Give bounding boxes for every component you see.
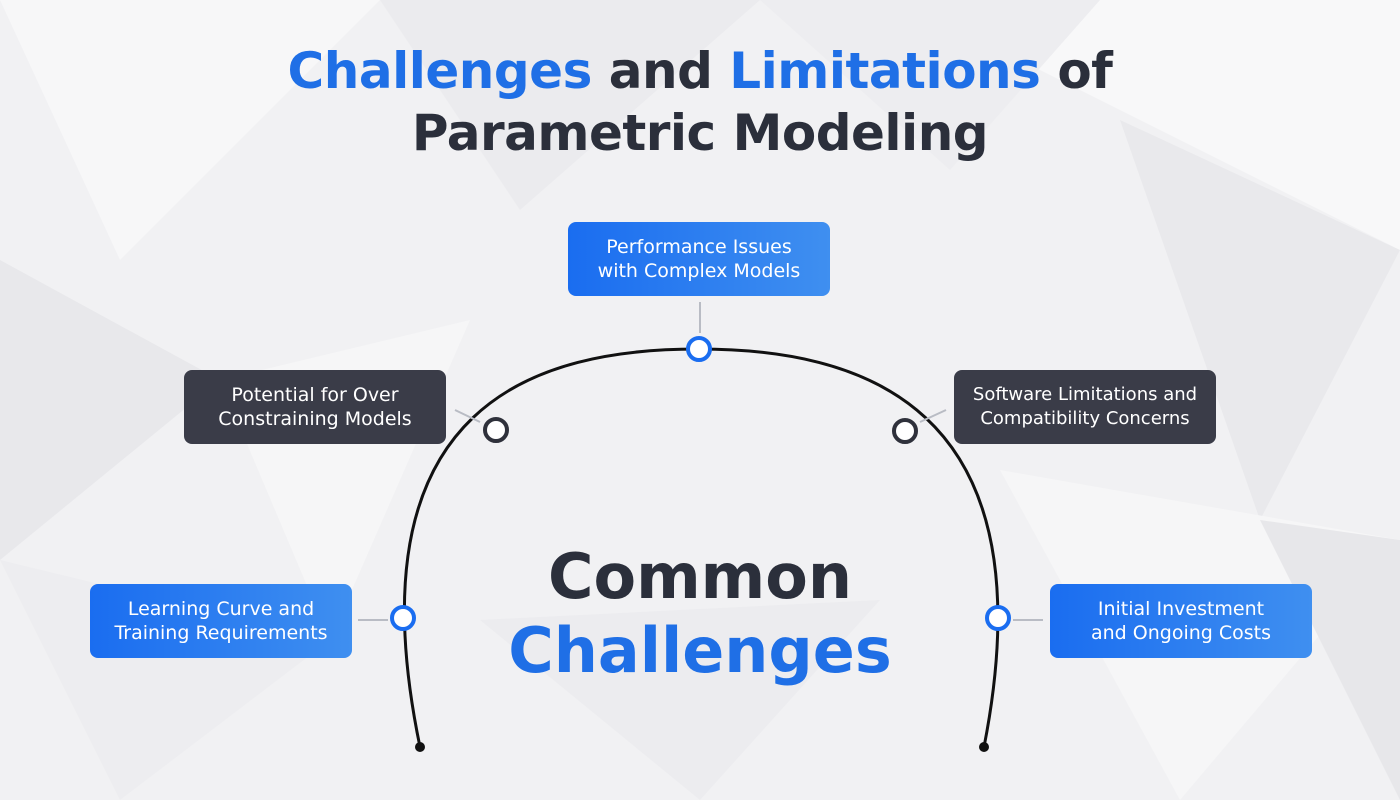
center-label-line-1: Common <box>547 540 853 613</box>
challenge-line-2: and Ongoing Costs <box>1090 622 1272 644</box>
arc-end-left <box>415 742 425 752</box>
challenge-line-2: Compatibility Concerns <box>980 408 1190 429</box>
node-software <box>892 418 918 444</box>
arc-end-right <box>979 742 989 752</box>
challenge-line-1: Performance Issues <box>606 236 792 258</box>
connector-software <box>919 409 947 423</box>
challenge-line-2: Training Requirements <box>114 622 328 644</box>
title-line-2: Parametric Modeling <box>411 104 989 162</box>
challenge-box-investment-costs: Initial Investment and Ongoing Costs <box>1050 584 1312 658</box>
title-of: of <box>1040 42 1113 100</box>
center-label: Common Challenges <box>450 540 950 688</box>
node-overconstraining <box>483 417 509 443</box>
challenge-box-over-constraining: Potential for Over Constraining Models <box>184 370 446 444</box>
challenge-line-1: Learning Curve and <box>127 598 315 620</box>
title-and: and <box>591 42 730 100</box>
node-learning <box>390 605 416 631</box>
challenge-line-1: Initial Investment <box>1097 598 1265 620</box>
center-label-line-2: Challenges <box>508 614 892 687</box>
challenge-box-learning-curve: Learning Curve and Training Requirements <box>90 584 352 658</box>
challenge-line-2: Constraining Models <box>218 408 412 430</box>
challenge-box-performance: Performance Issues with Complex Models <box>568 222 830 296</box>
connector-overconstraining <box>454 409 481 423</box>
challenge-line-1: Software Limitations and <box>972 384 1198 405</box>
challenge-line-2: with Complex Models <box>597 260 801 282</box>
title-line-1: Challenges and Limitations of <box>0 40 1400 102</box>
node-performance <box>686 336 712 362</box>
page-title: Challenges and Limitations of Parametric… <box>0 40 1400 164</box>
challenge-box-software-limitations: Software Limitations and Compatibility C… <box>954 370 1216 444</box>
title-accent-limitations: Limitations <box>729 42 1041 100</box>
challenge-line-1: Potential for Over <box>231 384 399 406</box>
node-investment <box>985 605 1011 631</box>
title-accent-challenges: Challenges <box>287 42 593 100</box>
